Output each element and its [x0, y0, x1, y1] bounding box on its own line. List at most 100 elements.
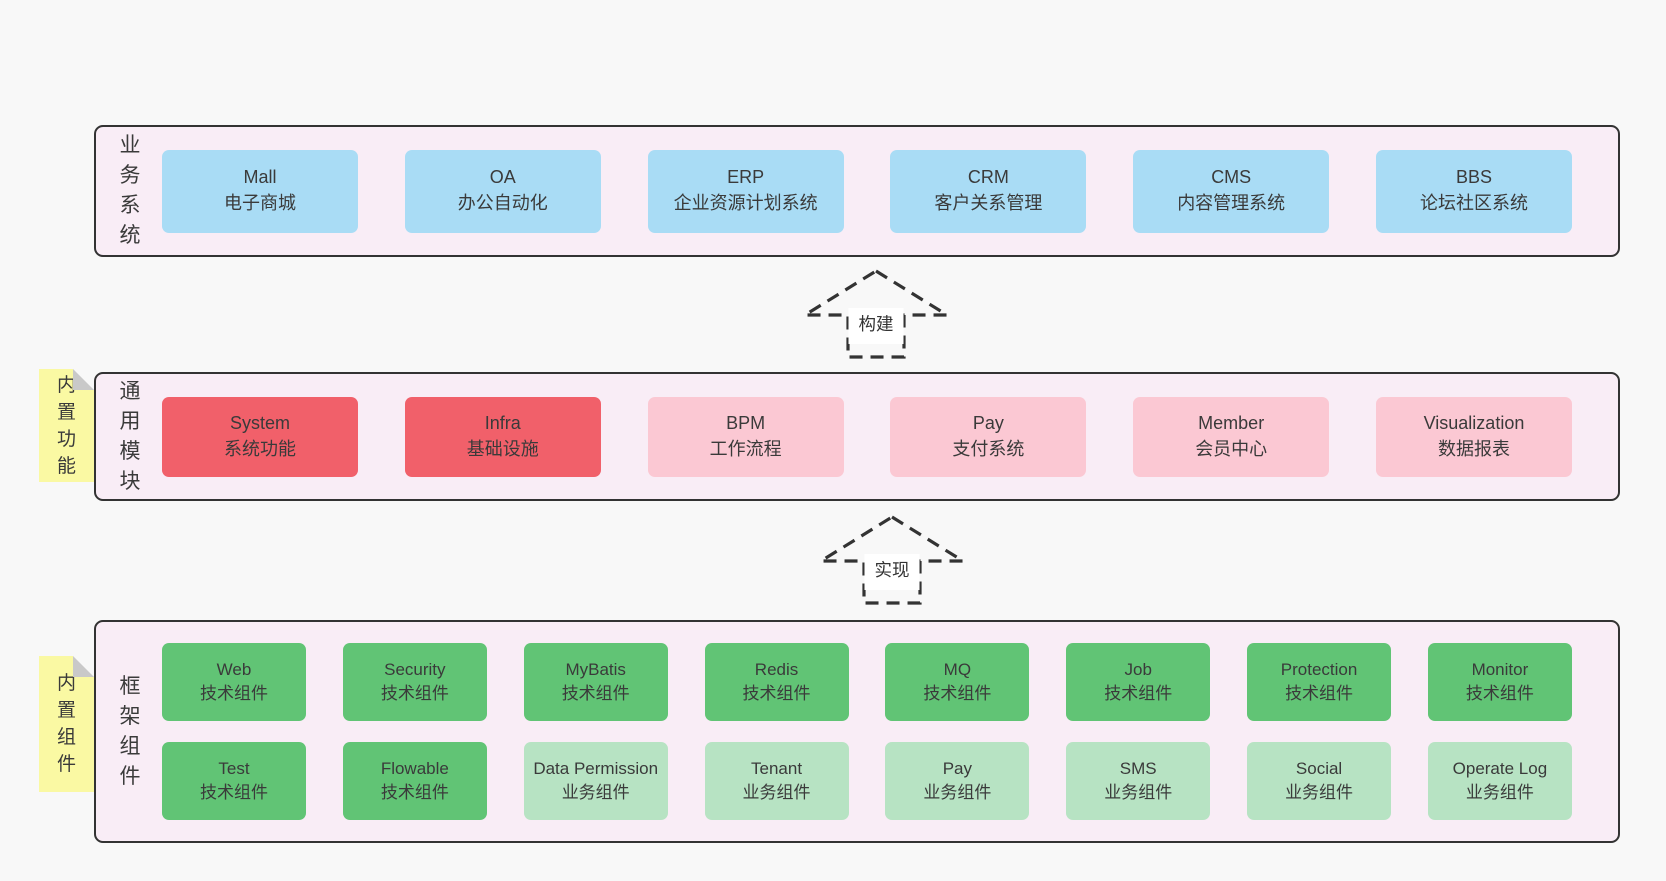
- box-name: Security: [384, 659, 446, 679]
- box-social: Social 业务组件: [1247, 742, 1392, 820]
- box-name: Infra: [484, 412, 521, 433]
- implement-arrow: 实现: [817, 514, 967, 606]
- box-system: System 系统功能: [162, 396, 358, 477]
- box-test: Test 技术组件: [162, 742, 306, 820]
- box-name: Protection: [1280, 659, 1358, 679]
- layer-label-business: 业务系统: [96, 127, 150, 255]
- build-arrow: 构建: [801, 268, 951, 360]
- implement-arrow-label: 实现: [864, 554, 920, 590]
- box-desc: 业务组件: [742, 783, 811, 802]
- box-desc: 电子商城: [224, 193, 296, 213]
- box-desc: 技术组件: [380, 684, 449, 703]
- tag-text: 内置功能: [56, 374, 76, 477]
- box-name: Pay: [972, 412, 1004, 433]
- box-desc: 业务组件: [561, 783, 630, 802]
- box-desc: 数据报表: [1437, 438, 1510, 459]
- box-desc: 技术组件: [200, 783, 268, 802]
- box-name: SMS: [1119, 758, 1157, 778]
- box-name: Monitor: [1471, 659, 1529, 679]
- box-job: Job 技术组件: [1066, 643, 1211, 721]
- box-desc: 工作流程: [709, 438, 782, 459]
- box-name: Job: [1124, 659, 1152, 679]
- box-name: OA: [489, 167, 516, 188]
- box-name: Redis: [754, 659, 799, 679]
- layer-label-text: 通用模块: [119, 379, 141, 493]
- up-arrow-icon: [801, 269, 951, 359]
- box-data-permission: Data Permission 业务组件: [523, 742, 668, 820]
- box-desc: 基础设施: [466, 438, 539, 459]
- box-monitor: Monitor 技术组件: [1427, 643, 1572, 721]
- box-name: CMS: [1211, 167, 1252, 188]
- box-name: ERP: [727, 167, 765, 188]
- box-desc: 业务组件: [1104, 783, 1173, 802]
- box-name: System: [229, 412, 290, 433]
- box-desc: 论坛社区系统: [1419, 193, 1528, 213]
- box-bbs: BBS 论坛社区系统: [1375, 149, 1572, 233]
- layer-label-text: 业务系统: [119, 134, 141, 247]
- box-name: MyBatis: [565, 659, 626, 679]
- box-name: Data Permission: [533, 758, 659, 778]
- box-redis: Redis 技术组件: [704, 643, 849, 721]
- box-desc: 技术组件: [1104, 684, 1173, 703]
- tag-text: 内置组件: [56, 673, 76, 775]
- built-in-components-tag: 内置组件: [39, 656, 94, 792]
- box-infra: Infra 基础设施: [404, 396, 601, 477]
- box-desc: 支付系统: [952, 438, 1025, 459]
- box-desc: 业务组件: [1465, 783, 1534, 802]
- box-protection: Protection 技术组件: [1247, 643, 1392, 721]
- box-desc: 技术组件: [742, 684, 811, 703]
- up-arrow-icon: [817, 515, 967, 605]
- box-mybatis: MyBatis 技术组件: [523, 643, 668, 721]
- box-desc: 技术组件: [561, 684, 630, 703]
- layer-label-framework: 框架组件: [96, 622, 150, 841]
- layer-label-text: 框架组件: [119, 674, 141, 788]
- box-name: CRM: [967, 167, 1009, 188]
- box-desc: 系统功能: [224, 438, 296, 459]
- box-crm: CRM 客户关系管理: [890, 149, 1087, 233]
- box-name: Pay: [942, 758, 973, 778]
- box-name: Flowable: [380, 758, 449, 778]
- box-name: Mall: [243, 167, 277, 188]
- box-name: Operate Log: [1452, 758, 1548, 778]
- box-mq: MQ 技术组件: [885, 643, 1030, 721]
- box-desc: 技术组件: [380, 783, 449, 802]
- box-flowable: Flowable 技术组件: [342, 742, 487, 820]
- box-desc: 内容管理系统: [1177, 193, 1286, 213]
- box-desc: 客户关系管理: [934, 193, 1043, 213]
- layer-label-modules: 通用模块: [96, 374, 150, 499]
- box-visualization: Visualization 数据报表: [1375, 396, 1572, 477]
- box-desc: 技术组件: [1285, 684, 1354, 703]
- build-arrow-label: 构建: [848, 308, 904, 344]
- box-bpm: BPM 工作流程: [647, 396, 844, 477]
- box-name: Member: [1198, 412, 1265, 433]
- box-name: BPM: [726, 412, 766, 433]
- layer-common-modules: 内置功能 通用模块 System 系统功能 Infra 基础设施 BPM 工作流程 Pay 支…: [39, 369, 1620, 501]
- box-sms: SMS 业务组件: [1066, 742, 1211, 820]
- box-name: MQ: [943, 659, 972, 679]
- box-operate-log: Operate Log 业务组件: [1427, 742, 1572, 820]
- box-name: BBS: [1455, 167, 1492, 188]
- box-name: Social: [1295, 758, 1343, 778]
- box-desc: 业务组件: [1285, 783, 1354, 802]
- box-desc: 技术组件: [1465, 684, 1534, 703]
- box-name: Test: [218, 758, 250, 778]
- box-pay: Pay 支付系统: [890, 396, 1087, 477]
- box-desc: 技术组件: [923, 684, 992, 703]
- box-name: Visualization: [1423, 412, 1525, 433]
- built-in-features-tag: 内置功能: [39, 369, 94, 482]
- box-name: Web: [216, 659, 252, 679]
